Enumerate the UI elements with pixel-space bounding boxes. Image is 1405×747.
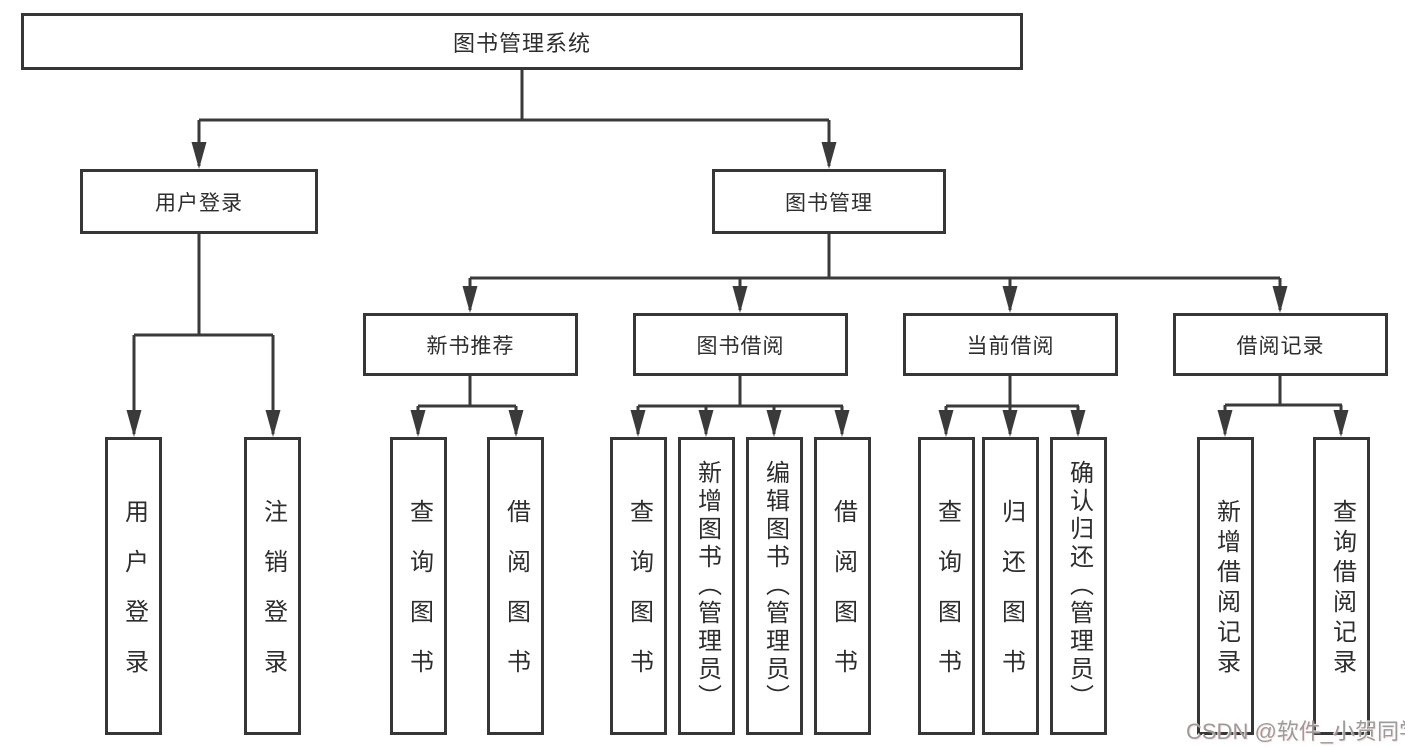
node-label: 当前借阅 [966, 334, 1055, 358]
node-label: 借阅图书 [829, 499, 857, 699]
node-label: 图书借阅 [696, 334, 785, 358]
node-label: 借阅图书 [502, 499, 530, 699]
leaf-query-borrow-record: 查询借阅记录 [1313, 437, 1370, 735]
leaf-query-books-current: 查询图书 [918, 437, 975, 735]
leaf-borrow-books-recommend: 借阅图书 [487, 437, 544, 735]
node-label: 用户登录 [155, 191, 243, 215]
csdn-watermark: CSDN @软件_小贺同学 [1186, 719, 1405, 744]
leaf-return-book: 归还图书 [982, 437, 1039, 735]
node-label: 查询图书 [405, 499, 433, 699]
node-label: 注销登录 [259, 499, 287, 699]
node-current-borrowing: 当前借阅 [903, 313, 1118, 376]
leaf-user-login: 用户登录 [105, 437, 162, 735]
node-label: 用户登录 [120, 499, 148, 699]
node-book-management: 图书管理 [712, 169, 946, 234]
leaf-query-books-recommend: 查询图书 [390, 437, 447, 735]
leaf-add-book-admin: 新增图书（管理员） [678, 437, 735, 735]
node-library-management-system: 图书管理系统 [21, 13, 1023, 70]
node-label: 归还图书 [997, 499, 1025, 699]
node-label: 查询借阅记录 [1328, 499, 1356, 679]
leaf-add-borrow-record: 新增借阅记录 [1197, 437, 1254, 735]
node-label: 新增借阅记录 [1212, 499, 1240, 679]
leaf-logout: 注销登录 [244, 437, 301, 735]
leaf-edit-book-admin: 编辑图书（管理员） [746, 437, 803, 735]
node-label: 借阅记录 [1236, 334, 1325, 358]
node-user-login: 用户登录 [80, 169, 318, 234]
node-book-borrowing: 图书借阅 [633, 313, 848, 376]
node-new-book-recommend: 新书推荐 [363, 313, 578, 376]
node-label: 新增图书（管理员） [693, 460, 721, 712]
node-label: 确认归还（管理员） [1065, 460, 1093, 712]
node-label: 编辑图书（管理员） [761, 460, 789, 712]
leaf-confirm-return-admin: 确认归还（管理员） [1050, 437, 1107, 735]
node-label: 图书管理系统 [452, 30, 591, 56]
node-borrow-records: 借阅记录 [1173, 313, 1388, 376]
leaf-borrow-books: 借阅图书 [814, 437, 871, 735]
node-label: 新书推荐 [426, 334, 515, 358]
node-label: 查询图书 [625, 499, 653, 699]
leaf-query-books-borrow: 查询图书 [610, 437, 667, 735]
node-label: 查询图书 [933, 499, 961, 699]
node-label: 图书管理 [785, 191, 873, 215]
